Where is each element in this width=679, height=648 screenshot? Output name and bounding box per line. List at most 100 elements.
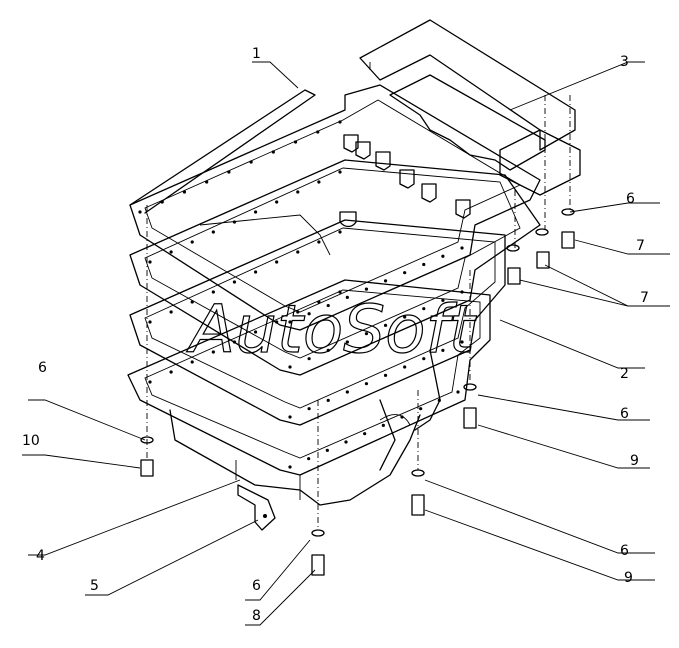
flange-hole [211,230,215,234]
flange-hole [441,348,445,352]
callout-4: 4 [36,548,45,564]
flange-hole [383,279,388,283]
flange-hole [422,307,426,311]
flange-hole [383,373,388,377]
flange-hole [460,290,464,294]
flange-hole [364,287,369,291]
flange-hole [441,298,445,302]
flange-hole [383,323,388,327]
callout-2: 2 [620,366,629,382]
flange-hole [182,190,187,194]
callout-8: 8 [252,608,261,624]
flange-hole [317,300,321,304]
flange-hole [148,260,152,264]
flange-hole [307,457,311,461]
flange-hole [307,312,311,316]
flange-hole [345,390,349,394]
flange-hole [288,320,292,324]
watermark-text: AutoSoft [186,291,477,368]
flange-hole [338,120,342,124]
flange-hole [338,170,342,174]
studs [339,134,471,228]
flange-hole [364,332,369,336]
bolt-axes [146,95,571,530]
callout-labels: 1 2 3 4 5 6 6 6 6 6 7 7 8 9 9 10 [22,46,649,624]
callout-6-right: 6 [620,406,629,422]
callout-10: 10 [22,433,40,449]
flange-hole [253,270,258,274]
flange-hole [345,295,349,299]
flange-hole [249,160,253,164]
flange-hole [363,432,367,436]
flange-hole [403,365,407,369]
flange-hole [275,260,279,264]
flange-hole [456,390,460,394]
flange-hole [317,180,321,184]
callout-7-upper: 7 [636,238,645,254]
callout-7-lower: 7 [640,290,649,306]
flange-hole [344,440,348,444]
flange-hole [326,398,330,402]
flange-hole [148,320,152,324]
callout-5: 5 [90,578,99,594]
flange-hole [253,210,258,214]
flange-hole [190,300,194,304]
flange-hole [307,407,311,411]
flange-hole [169,250,173,254]
cover-plate-3 [359,19,581,196]
flange-hole [326,303,330,308]
flange-hole [190,360,194,364]
flange-hole [460,340,464,344]
flange-hole [232,340,237,344]
flange-hole [296,250,300,254]
callout-6-top-right: 6 [626,191,635,207]
flange-hole [205,180,209,184]
flange-hole [403,271,407,275]
flange-hole [288,415,292,419]
gasket-strip-1 [129,89,316,214]
callout-6-left: 6 [38,360,47,376]
flange-hole [325,448,329,452]
flange-hole [138,210,142,214]
gasket-layer-1 [129,84,541,331]
flange-hole [364,382,369,386]
callout-9-lower: 9 [624,570,633,586]
oil-pan-body [127,279,491,506]
flange-hole [316,130,320,134]
flange-hole [253,330,258,334]
callout-3: 3 [620,54,629,70]
flange-hole [422,357,426,361]
flange-hole [460,246,464,250]
flange-hole [293,140,298,144]
fasteners [140,208,575,576]
callout-6-bottom: 6 [252,578,261,594]
flange-hole [317,240,321,244]
bracket-5 [237,484,276,531]
flange-hole [271,150,275,154]
flange-hole [400,415,404,419]
callout-6-lower-right: 6 [620,543,629,559]
flange-hole [211,350,215,354]
flange-hole [403,315,407,319]
leader-lines [22,61,670,626]
flange-hole [275,200,279,204]
flange-hole [232,220,237,224]
gasket-layer-2 [129,159,541,376]
flange-hole [288,365,292,369]
flange-hole [296,190,300,194]
flange-hole [160,200,164,204]
flange-hole [345,340,349,344]
flange-hole [169,370,173,374]
flange-hole [190,240,194,244]
flange-hole [227,170,231,174]
flange-hole [169,310,173,314]
flange-hole [437,398,441,402]
flange-hole [338,290,342,294]
flange-hole [275,320,279,324]
flange-hole [211,290,215,294]
flange-hole [419,407,423,411]
gasket-layer-3 [129,219,506,426]
flange-hole [296,310,300,314]
